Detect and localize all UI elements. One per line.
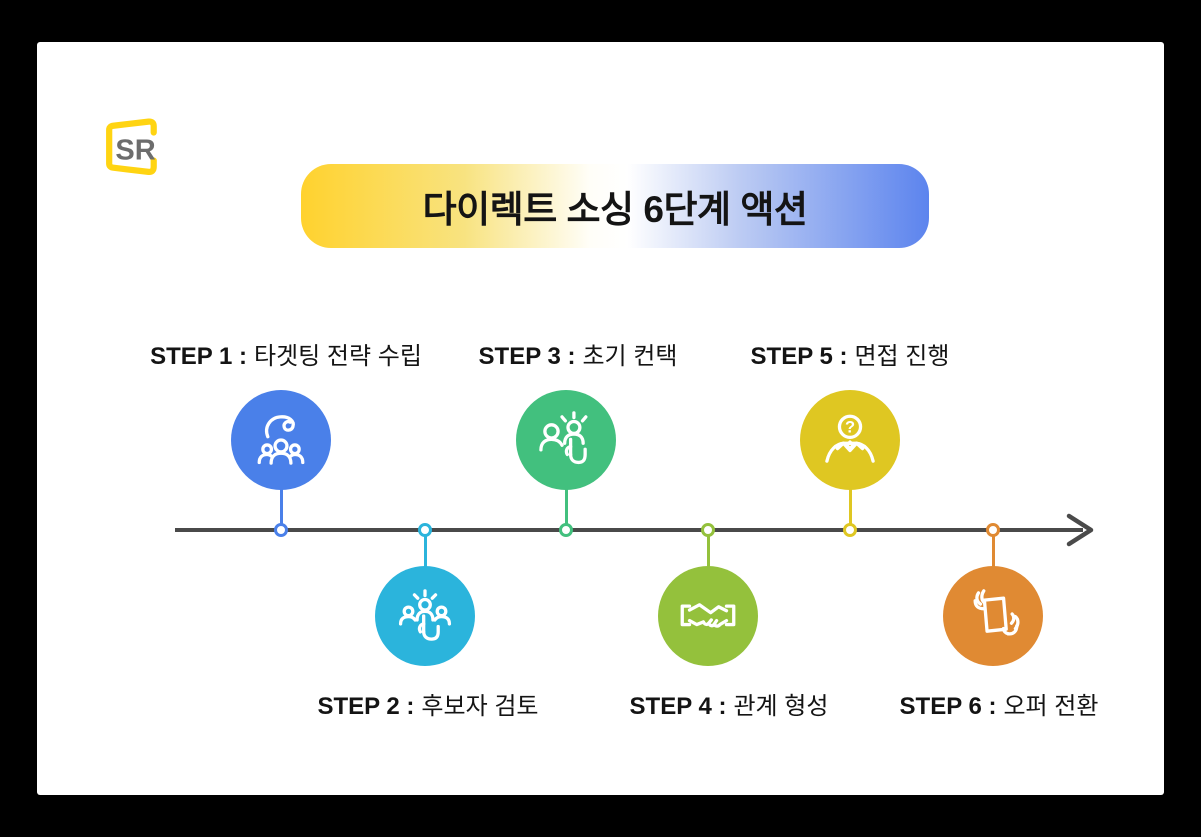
step-3-label: STEP 3 :초기 컨택 bbox=[479, 336, 678, 371]
step-6-title: 오퍼 전환 bbox=[1003, 693, 1099, 720]
step-4-timeline-node bbox=[701, 523, 715, 537]
step-5-label: STEP 5 :면접 진행 bbox=[751, 336, 950, 371]
step-2-number: STEP 2 : bbox=[317, 693, 415, 720]
step-5-title: 면접 진행 bbox=[854, 343, 950, 370]
step-3-title: 초기 컨택 bbox=[582, 343, 678, 370]
right-arrow-icon bbox=[1066, 513, 1094, 547]
sr-logo-text: SR bbox=[115, 134, 155, 166]
step-5-circle: ? bbox=[800, 390, 900, 490]
step-2-title: 후보자 검토 bbox=[421, 693, 539, 720]
sr-logo-frame-icon: SR bbox=[106, 118, 157, 175]
offer-document-icon bbox=[973, 589, 1020, 636]
step-6-number: STEP 6 : bbox=[899, 693, 997, 720]
step-6-circle bbox=[943, 566, 1043, 666]
step-1-label: STEP 1 :타겟팅 전략 수립 bbox=[150, 336, 422, 371]
hand-selecting-group-icon bbox=[257, 415, 305, 465]
step-3-number: STEP 3 : bbox=[478, 343, 576, 370]
step-1-timeline-node bbox=[274, 523, 288, 537]
question-mark-glyph: ? bbox=[845, 419, 855, 437]
step-4-connector bbox=[706, 532, 710, 568]
step-2-circle bbox=[375, 566, 475, 666]
step-4-label: STEP 4 :관계 형성 bbox=[630, 686, 829, 721]
step-5-connector bbox=[848, 488, 852, 526]
handshake-icon bbox=[680, 603, 736, 628]
content-card: SR 다이렉트 소싱 6단계 액션 STEP 1 :타겟팅 전략 수립 bbox=[37, 42, 1164, 795]
step-2-label: STEP 2 :후보자 검토 bbox=[317, 686, 538, 721]
step-6-connector bbox=[991, 532, 995, 568]
step-5-number: STEP 5 : bbox=[750, 343, 848, 370]
step-6-label: STEP 6 :오퍼 전환 bbox=[900, 686, 1099, 721]
page-title: 다이렉트 소싱 6단계 액션 bbox=[422, 189, 808, 230]
step-1-title: 타겟팅 전략 수립 bbox=[254, 343, 422, 370]
step-3-circle bbox=[516, 390, 616, 490]
step-4-circle bbox=[658, 566, 758, 666]
step-2-connector bbox=[423, 532, 427, 568]
sr-logo: SR bbox=[105, 118, 161, 176]
candidate-review-icon bbox=[398, 589, 452, 641]
step-4-title: 관계 형성 bbox=[733, 693, 829, 720]
step-2-timeline-node bbox=[418, 523, 432, 537]
interview-question-icon: ? bbox=[825, 414, 875, 463]
step-6-timeline-node bbox=[986, 523, 1000, 537]
initial-contact-icon bbox=[539, 411, 588, 465]
step-3-timeline-node bbox=[559, 523, 573, 537]
step-4-number: STEP 4 : bbox=[629, 693, 727, 720]
step-3-connector bbox=[564, 488, 568, 526]
step-1-connector bbox=[279, 488, 283, 526]
step-5-timeline-node bbox=[843, 523, 857, 537]
title-banner: 다이렉트 소싱 6단계 액션 bbox=[301, 164, 929, 248]
step-1-circle bbox=[231, 390, 331, 490]
timeline-axis bbox=[175, 528, 1083, 532]
step-1-number: STEP 1 : bbox=[150, 343, 248, 370]
